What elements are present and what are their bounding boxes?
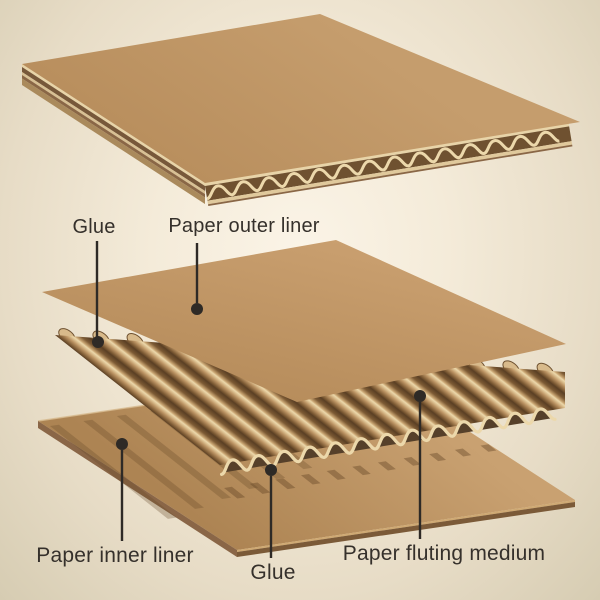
label-paper-outer-liner: Paper outer liner (168, 215, 320, 237)
paper-outer-liner-sheet (42, 240, 566, 402)
label-glue-bottom: Glue (250, 561, 296, 584)
board-top-surface (22, 14, 580, 183)
leader-dot-outer-liner (191, 303, 203, 315)
leader-dot-glue-bottom (265, 464, 277, 476)
label-paper-fluting-medium: Paper fluting medium (342, 542, 546, 565)
leader-dot-glue-top (92, 336, 104, 348)
leader-lines (92, 241, 426, 558)
leader-dot-fluting-medium (414, 390, 426, 402)
label-glue-top: Glue (72, 216, 116, 238)
leader-dot-inner-liner (116, 438, 128, 450)
label-paper-inner-liner: Paper inner liner (36, 544, 194, 567)
assembled-corrugated-board (22, 14, 580, 207)
